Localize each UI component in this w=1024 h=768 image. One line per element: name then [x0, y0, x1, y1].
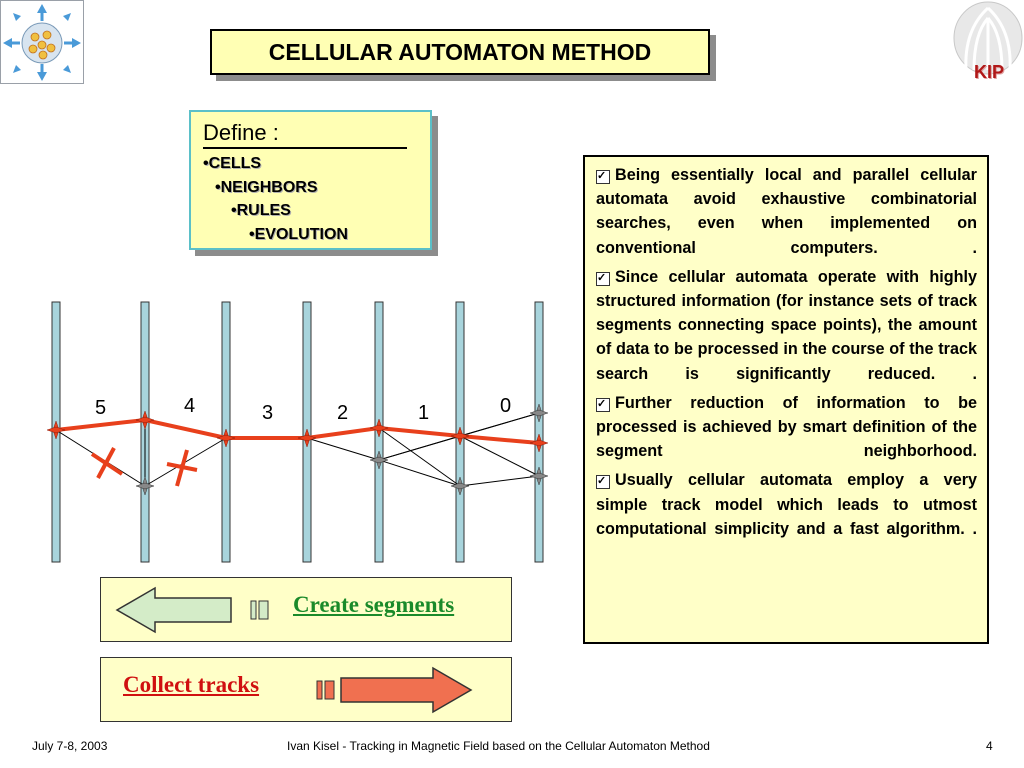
- paragraph: ✓Further reduction of information to be …: [596, 391, 977, 464]
- paragraph-text: Further reduction of information to be p…: [596, 393, 977, 461]
- counter-label: 2: [337, 402, 348, 424]
- counter-label: 1: [418, 402, 429, 424]
- define-item-cells: •CELLS: [203, 155, 262, 172]
- cellular-automaton-diagram: 5 4 3 2 1 0: [40, 300, 560, 570]
- paragraph-text: Usually cellular automata employ a very …: [596, 471, 977, 538]
- checkbox-icon: ✓: [596, 475, 610, 490]
- checkbox-icon: ✓: [596, 397, 610, 412]
- paragraph: ✓Being essentially local and parallel ce…: [596, 163, 977, 260]
- define-item-rules: •RULES: [231, 202, 291, 219]
- collect-tracks-button[interactable]: Collect tracks: [100, 657, 512, 722]
- cbm-logo-icon: [3, 4, 81, 81]
- kip-logo: KIP: [948, 0, 1024, 92]
- hit-points: [46, 403, 549, 496]
- rejected-marks: [90, 447, 198, 487]
- checkbox-icon: ✓: [596, 271, 610, 286]
- title-box: CELLULAR AUTOMATON METHOD: [210, 29, 710, 75]
- paragraph-text: Being essentially local and parallel cel…: [596, 166, 977, 257]
- paragraph-tail: .: [972, 519, 978, 538]
- kip-logo-text: KIP: [974, 62, 1005, 82]
- checkbox-icon: ✓: [596, 170, 610, 184]
- define-title: Define :: [203, 120, 407, 149]
- paragraph: ✓Since cellular automata operate with hi…: [596, 265, 977, 386]
- paragraph: ✓Usually cellular automata employ a very…: [596, 468, 977, 541]
- footer-date: July 7-8, 2003: [32, 739, 108, 753]
- create-segments-button[interactable]: Create segments: [100, 577, 512, 642]
- counter-label: 0: [500, 395, 511, 417]
- diagram-svg: 5 4 3 2 1 0: [46, 301, 549, 563]
- define-box: Define : •CELLS •NEIGHBORS •RULES •EVOLU…: [189, 110, 432, 250]
- right-arrow-icon: [316, 666, 473, 714]
- explanation-panel: ✓Being essentially local and parallel ce…: [583, 155, 989, 644]
- counter-label: 4: [184, 395, 195, 417]
- create-segments-label: Create segments: [293, 592, 455, 617]
- left-arrow-icon: [115, 586, 269, 634]
- paragraph-tail: .: [972, 238, 978, 257]
- paragraph-tail: .: [972, 364, 978, 383]
- counter-label: 5: [95, 397, 106, 419]
- page-title: CELLULAR AUTOMATON METHOD: [268, 38, 652, 65]
- paragraph-text: Since cellular automata operate with hig…: [596, 267, 977, 383]
- footer-title: Ivan Kisel - Tracking in Magnetic Field …: [287, 739, 710, 753]
- detector-plane: [534, 301, 544, 563]
- cbm-logo: [0, 0, 84, 84]
- counter-label: 3: [262, 402, 273, 424]
- page-number: 4: [986, 739, 993, 753]
- kip-logo-icon: [953, 1, 1023, 75]
- define-item-evolution: •EVOLUTION: [249, 226, 348, 243]
- define-item-neighbors: •NEIGHBORS: [215, 179, 318, 196]
- collect-tracks-label: Collect tracks: [123, 672, 260, 697]
- candidate-segments: [55, 412, 540, 487]
